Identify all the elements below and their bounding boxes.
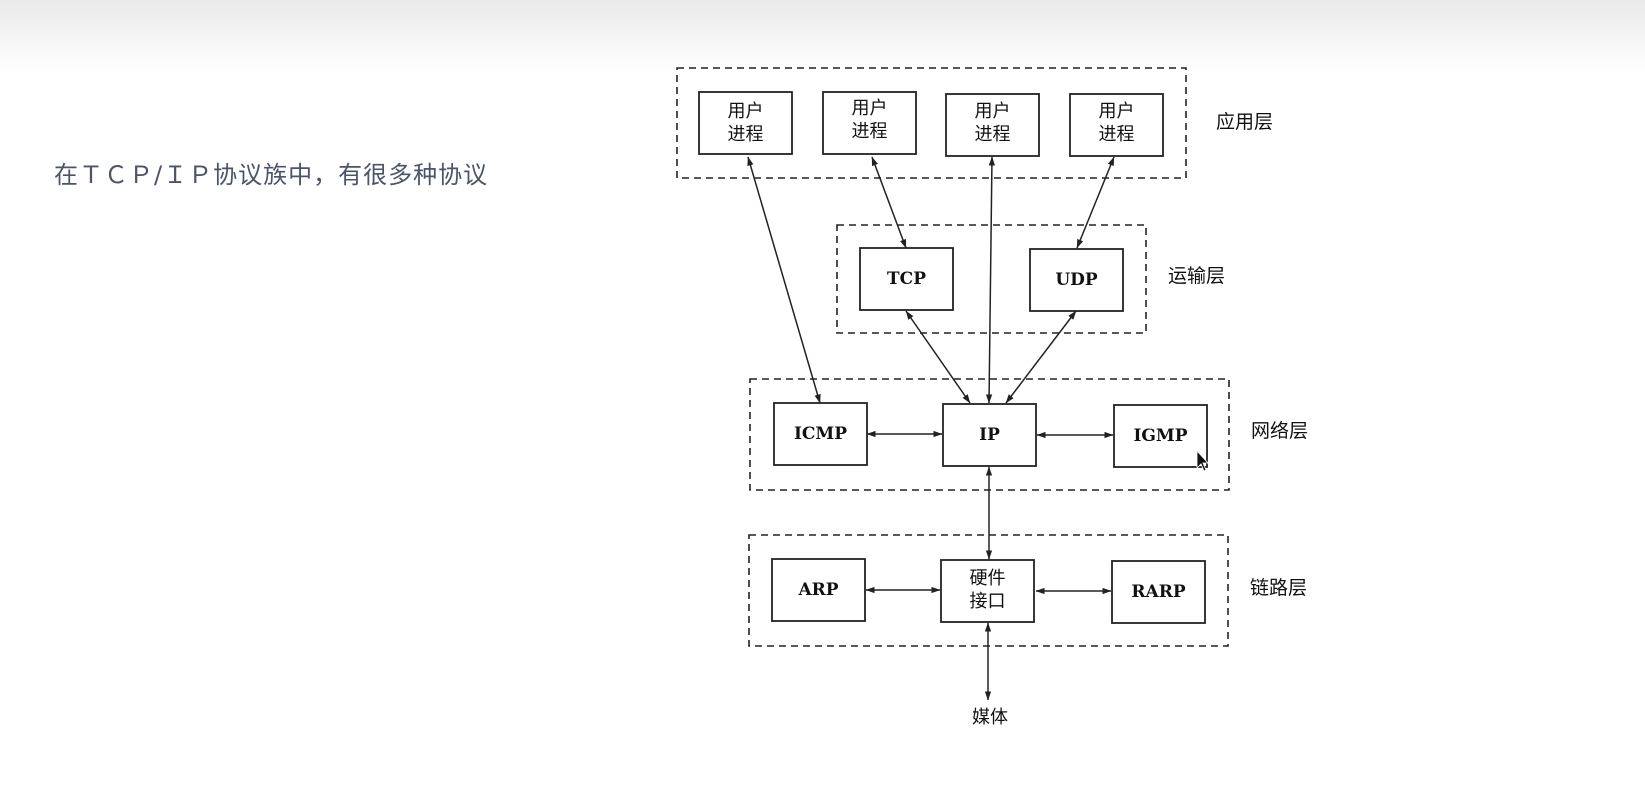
- node-rarp: RARP: [1111, 560, 1206, 624]
- layer-label-application: 应用层: [1216, 111, 1273, 133]
- node-label: 接口: [970, 591, 1006, 612]
- mouse-cursor-icon: [1196, 449, 1209, 472]
- node-label: ARP: [797, 580, 838, 600]
- node-user-process-2: 用户 进程: [822, 91, 917, 155]
- node-media: 媒体: [972, 707, 1008, 728]
- node-udp: UDP: [1029, 248, 1124, 312]
- node-label: 用户: [728, 101, 764, 122]
- node-arp: ARP: [771, 558, 866, 622]
- edge-user-process-4-udp: [1076, 156, 1115, 249]
- edge-tcp-ip: [905, 310, 971, 404]
- node-label: IP: [979, 425, 1000, 445]
- node-label: 用户: [852, 98, 888, 119]
- node-label: IGMP: [1133, 426, 1187, 446]
- node-label: 进程: [852, 121, 888, 142]
- edge-user-process-3-ip: [985, 156, 996, 404]
- node-igmp: IGMP: [1113, 404, 1208, 468]
- layer-label-network: 网络层: [1251, 420, 1308, 442]
- node-label: RARP: [1131, 582, 1185, 602]
- node-user-process-1: 用户 进程: [698, 91, 793, 155]
- layer-label-link: 链路层: [1250, 577, 1307, 599]
- node-label: 硬件: [970, 568, 1006, 589]
- transport-layer-boundary: [836, 224, 1147, 334]
- node-label: 用户: [1099, 101, 1135, 122]
- node-hardware-interface: 硬件 接口: [940, 559, 1035, 623]
- node-user-process-3: 用户 进程: [945, 93, 1040, 157]
- node-tcp: TCP: [859, 247, 954, 311]
- application-layer-boundary: [676, 67, 1187, 179]
- node-label: TCP: [887, 269, 926, 289]
- node-label: 用户: [975, 101, 1011, 122]
- node-label: ICMP: [794, 424, 847, 444]
- slide-heading: 在ＴＣＰ/ＩＰ协议族中，有很多种协议: [54, 161, 489, 189]
- edge-user-process-2-tcp: [871, 156, 907, 249]
- layer-label-transport: 运输层: [1168, 265, 1225, 287]
- node-label: UDP: [1055, 270, 1098, 290]
- node-icmp: ICMP: [773, 402, 868, 466]
- edge-user-process-1-icmp: [747, 156, 821, 404]
- node-label: 进程: [975, 124, 1011, 145]
- node-user-process-4: 用户 进程: [1069, 93, 1164, 157]
- node-label: 进程: [1099, 124, 1135, 145]
- edge-udp-ip: [1005, 310, 1077, 404]
- node-label: 进程: [728, 124, 764, 145]
- node-ip: IP: [942, 403, 1037, 467]
